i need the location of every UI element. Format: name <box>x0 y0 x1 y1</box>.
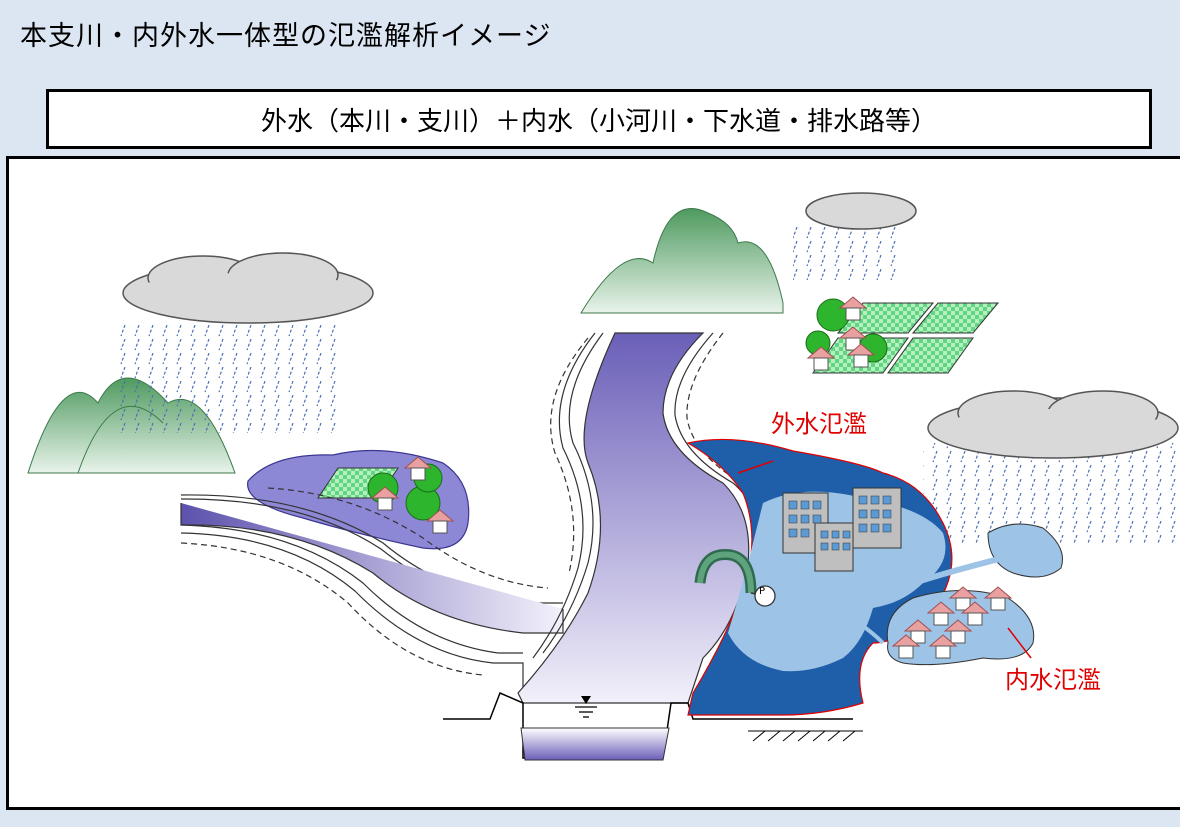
cloud-top-right <box>793 192 917 280</box>
internal-flood-label: 内水氾濫 <box>1005 666 1101 694</box>
tributary-floodplain <box>247 449 470 550</box>
mountains-top <box>580 208 784 314</box>
pump-label: P <box>758 586 766 597</box>
internal-flood-area <box>821 523 1063 666</box>
flood-illustration <box>27 192 1179 761</box>
internal-flood-pointer <box>1007 627 1032 659</box>
tributary-river <box>180 487 564 703</box>
cloud-right <box>923 390 1179 543</box>
external-flood-pointer <box>737 460 774 474</box>
external-flood-label: 外水氾濫 <box>771 410 867 438</box>
buildings <box>782 487 902 572</box>
page-title: 本支川・内外水一体型の氾濫解析イメージ <box>20 21 552 52</box>
pump-station <box>694 549 776 607</box>
subtitle-box: 外水（本川・支川）＋内水（小河川・下水道・排水路等） <box>46 89 1152 149</box>
paddy-village-top <box>805 296 1000 374</box>
cloud-left <box>113 252 374 433</box>
diagram-frame <box>6 156 1180 810</box>
